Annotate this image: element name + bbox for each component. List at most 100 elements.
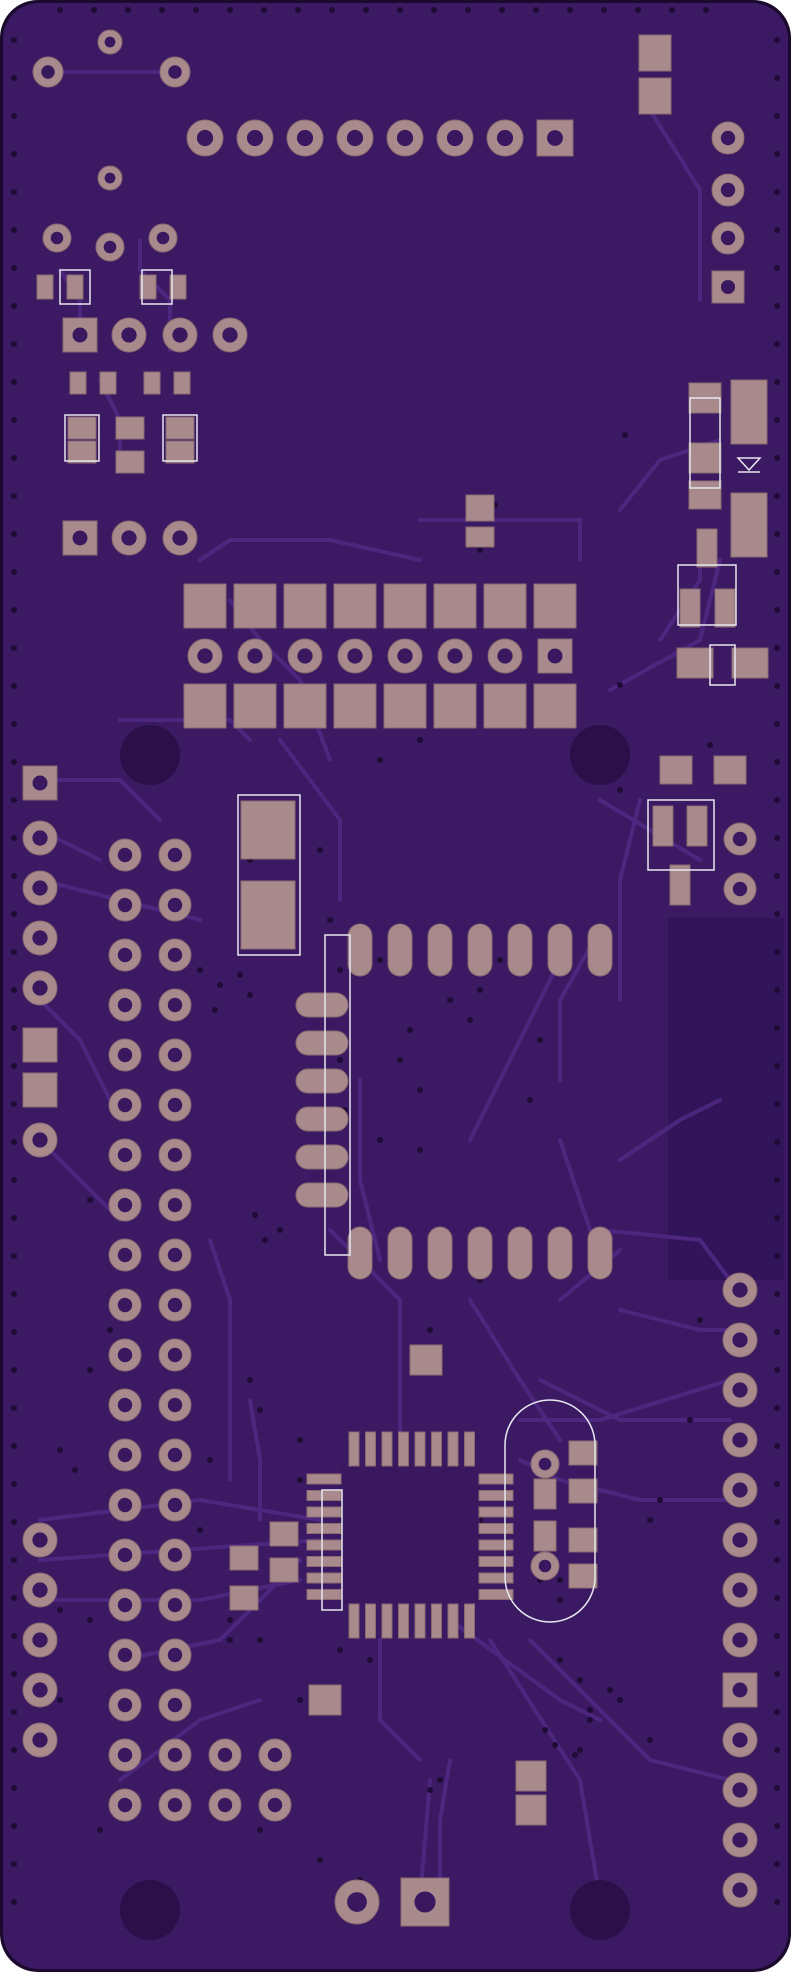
via <box>557 1597 563 1603</box>
via <box>11 569 17 575</box>
pad-hole <box>732 1432 748 1448</box>
tqfp-pin-top <box>348 1431 360 1467</box>
pad-hole <box>346 129 364 147</box>
tqfp-pin-right <box>478 1572 514 1584</box>
pad-hole <box>167 997 183 1013</box>
regulator-pad <box>714 588 736 628</box>
pad-hole <box>117 1647 133 1663</box>
smd-pad <box>139 274 157 300</box>
pad-hole <box>167 1497 183 1513</box>
pad-hole <box>167 1147 183 1163</box>
via <box>774 1519 780 1525</box>
via <box>11 873 17 879</box>
pad-hole <box>197 648 213 664</box>
button-pad-top <box>333 583 377 629</box>
pad-hole <box>117 1747 133 1763</box>
via <box>237 972 243 978</box>
pad-hole <box>117 1297 133 1313</box>
via <box>657 1497 663 1503</box>
pad-hole <box>732 1882 748 1898</box>
button-pad-top <box>483 583 527 629</box>
via <box>11 1557 17 1563</box>
via <box>197 967 203 973</box>
via <box>11 1671 17 1677</box>
pad-hole <box>117 1797 133 1813</box>
via <box>407 1027 413 1033</box>
via <box>72 1467 78 1473</box>
smd-pad <box>409 1344 443 1376</box>
pad-hole <box>167 1447 183 1463</box>
diode-pad <box>730 379 768 445</box>
pad-hole <box>117 1497 133 1513</box>
pad-hole <box>32 1532 48 1548</box>
regulator-pad <box>696 528 718 568</box>
left-pad <box>22 1027 58 1063</box>
tqfp-pin-top <box>381 1431 393 1467</box>
smd-resistor <box>638 34 672 72</box>
pad-hole <box>117 947 133 963</box>
via <box>57 7 63 13</box>
via <box>617 787 623 793</box>
smd-pad <box>67 440 97 464</box>
via <box>11 341 17 347</box>
via <box>11 455 17 461</box>
smd-pad <box>659 755 693 785</box>
pad-hole <box>168 65 182 79</box>
via <box>337 1647 343 1653</box>
via <box>774 75 780 81</box>
smd-pad <box>308 1684 342 1716</box>
cap-pad <box>240 880 296 950</box>
trace <box>378 1638 422 1762</box>
via <box>11 1025 17 1031</box>
smd-pad <box>115 450 145 474</box>
pad-hole <box>172 327 188 343</box>
components <box>22 29 769 1940</box>
diode-pad <box>730 492 768 558</box>
pad-hole <box>117 1397 133 1413</box>
soic-pad-bottom <box>587 1226 613 1280</box>
tqfp-pin-left <box>306 1556 342 1567</box>
via <box>11 1709 17 1715</box>
soic-pad-top <box>347 923 373 977</box>
via <box>437 1777 443 1783</box>
via <box>774 227 780 233</box>
via <box>207 1457 213 1463</box>
pad-hole <box>32 775 48 791</box>
via <box>11 1633 17 1639</box>
via <box>377 957 383 963</box>
via <box>647 1737 653 1743</box>
soic-pad-bottom <box>347 1226 373 1280</box>
smd-pad <box>465 494 495 522</box>
pad-hole <box>167 1797 183 1813</box>
regulator-pad <box>669 864 691 906</box>
via <box>774 1443 780 1449</box>
button-pad-top <box>183 583 227 629</box>
via <box>774 113 780 119</box>
tqfp-pin-bottom <box>464 1603 475 1639</box>
soic-pad-top <box>547 923 573 977</box>
via <box>774 797 780 803</box>
via <box>317 1857 323 1863</box>
via <box>774 873 780 879</box>
via <box>11 721 17 727</box>
tqfp-pin-right <box>478 1539 514 1551</box>
tqfp-pin-bottom <box>348 1603 360 1639</box>
trace <box>358 1078 382 1262</box>
pad-hole <box>267 1747 283 1763</box>
pad-hole <box>117 1097 133 1113</box>
regulator-silk <box>677 564 737 626</box>
via <box>774 1291 780 1297</box>
tqfp-pin-right <box>478 1506 514 1518</box>
pad-hole <box>167 1047 183 1063</box>
tqfp-pin-right <box>478 1589 514 1600</box>
smd-pad <box>173 371 191 395</box>
via <box>774 1025 780 1031</box>
via <box>635 7 641 13</box>
pad-hole <box>104 36 116 48</box>
smd-resistor <box>638 77 672 115</box>
pad-hole <box>414 1891 436 1913</box>
pad-hole <box>732 1382 748 1398</box>
via <box>11 1481 17 1487</box>
via <box>497 957 503 963</box>
soic-pad-bottom <box>387 1226 413 1280</box>
